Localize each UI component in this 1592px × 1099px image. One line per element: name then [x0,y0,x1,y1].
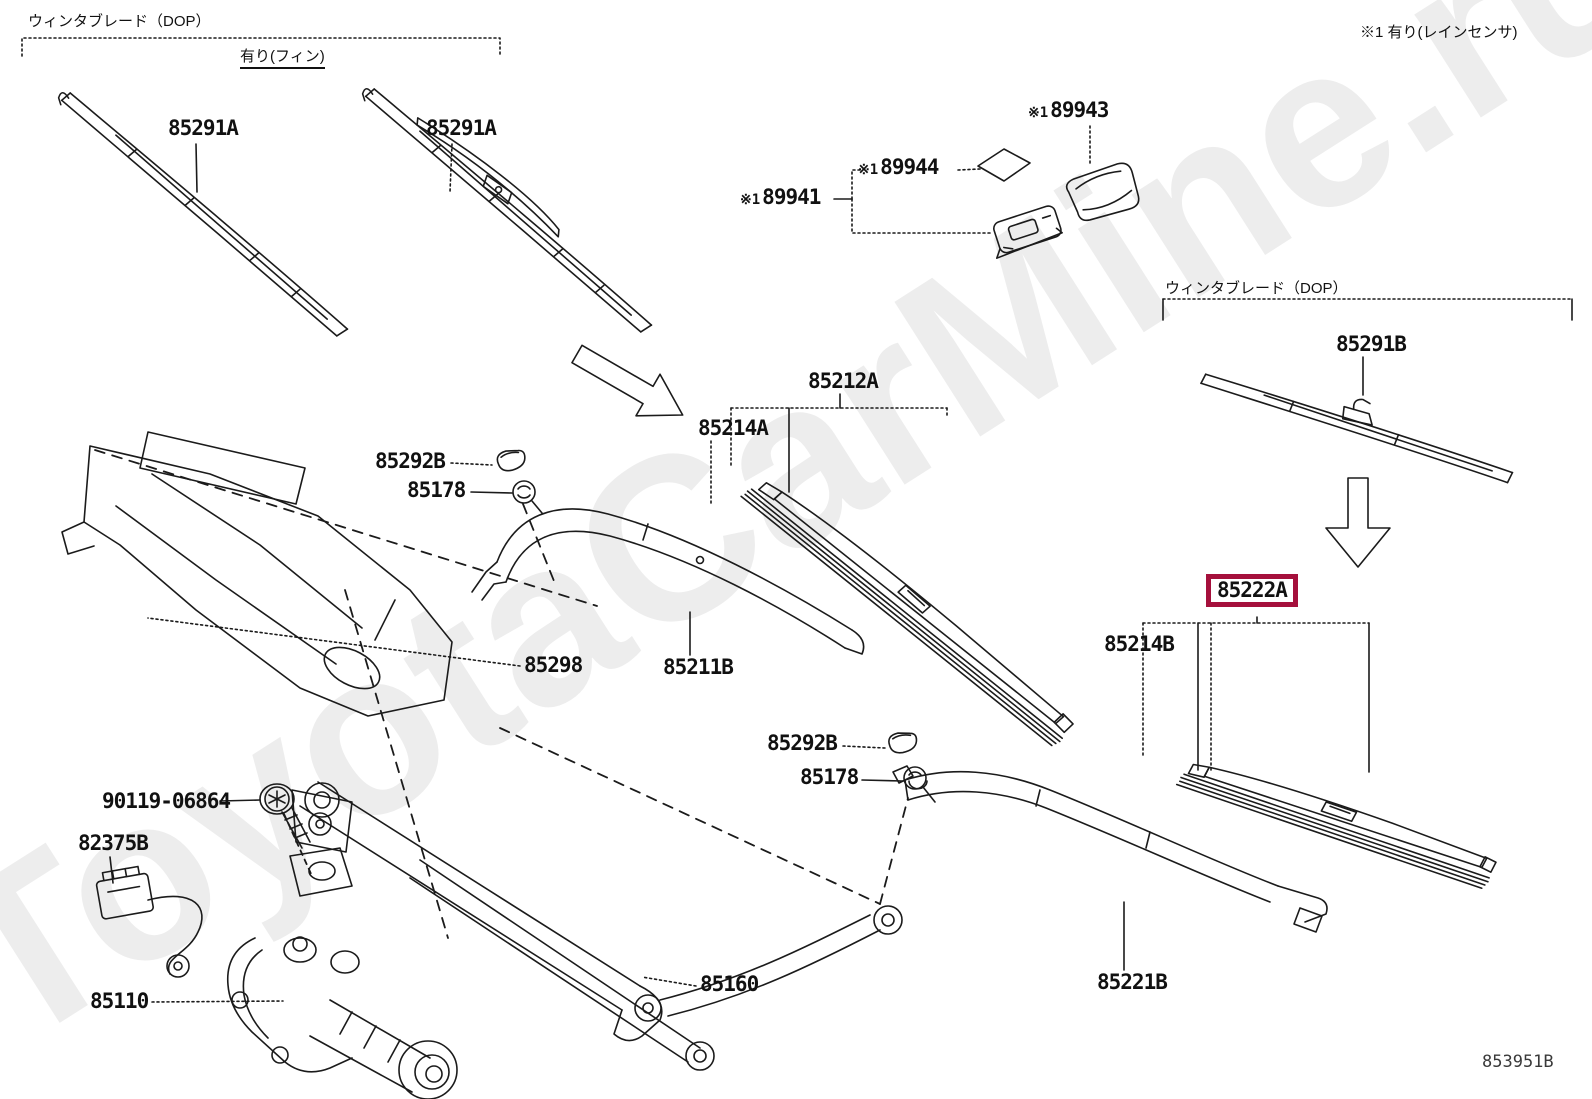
group-subtitle-with-fin: 有り(フィン) [240,45,325,69]
wiper-blade-85291a-2 [361,87,653,333]
group-title-winter-blade-left: ウィンタブレード（DOP） [28,13,211,30]
part-label-85214b[interactable]: 85214B [1104,632,1175,656]
part-label-85211b[interactable]: 85211B [663,655,734,679]
note-rain-sensor: ※1 有り(レインセンサ) [1360,24,1518,41]
wiper-blade-85291a-1 [57,91,349,337]
part-label-85178-1[interactable]: 85178 [407,478,466,502]
part-label-89944[interactable]: ※189944 [858,155,939,179]
callout-bracket-85212a [730,407,948,493]
part-label-85291a-1[interactable]: 85291A [168,116,239,140]
part-label-89941[interactable]: ※189941 [740,185,821,209]
callout-bracket-85222a [1142,622,1370,773]
wiper-blade-85212a [740,482,1074,747]
wiper-arm-85211b [471,508,865,655]
bracket-winter-blade-left [21,37,501,57]
part-label-89943[interactable]: ※189943 [1028,98,1109,122]
sensor-pad-89944 [977,148,1031,182]
rain-sensor-89941 [993,205,1063,259]
clip-cap-85292b-1 [496,449,526,472]
wiper-blade-85291b [1200,373,1514,484]
wiper-blade-85222a [1175,763,1497,890]
wiper-motor-85110 [226,936,458,1099]
asterisk-note-1: ※1 [1028,105,1049,121]
connector-82375b [95,865,203,978]
sensor-cover-89943 [1065,162,1140,222]
part-label-85291b[interactable]: 85291B [1336,332,1407,356]
part-label-85178-2[interactable]: 85178 [800,765,859,789]
part-label-85292b-1[interactable]: 85292B [375,449,446,473]
part-label-85160[interactable]: 85160 [700,972,759,996]
part-label-85291a-2[interactable]: 85291A [426,116,497,140]
wiper-linkage-85160 [299,781,903,1071]
wiper-arm-85221b [892,765,1328,933]
part-label-85292b-2[interactable]: 85292B [767,731,838,755]
part-label-85214a[interactable]: 85214A [698,416,769,440]
leader-lines [109,125,1364,1003]
asterisk-note-2: ※1 [858,162,879,178]
grommet-85178-1 [512,480,543,514]
diagram-number: 853951B [1482,1052,1554,1072]
direction-arrow-left [571,344,684,417]
part-label-85298[interactable]: 85298 [524,653,583,677]
cowl-panel-85298 [61,431,453,717]
part-label-85212a[interactable]: 85212A [808,369,879,393]
projection-dashed-lines [94,449,909,939]
part-label-90119-06864[interactable]: 90119-06864 [102,789,231,813]
part-label-85221b[interactable]: 85221B [1097,970,1168,994]
direction-arrow-right [1325,477,1391,568]
group-title-winter-blade-right: ウィンタブレード（DOP） [1165,280,1348,297]
part-label-85110[interactable]: 85110 [90,989,149,1013]
asterisk-note-3: ※1 [740,192,761,208]
clip-cap-85292b-2 [888,732,918,754]
part-label-85222a-highlighted[interactable]: 85222A [1206,574,1298,608]
part-label-82375b[interactable]: 82375B [78,831,149,855]
bracket-winter-blade-right [1162,298,1573,321]
